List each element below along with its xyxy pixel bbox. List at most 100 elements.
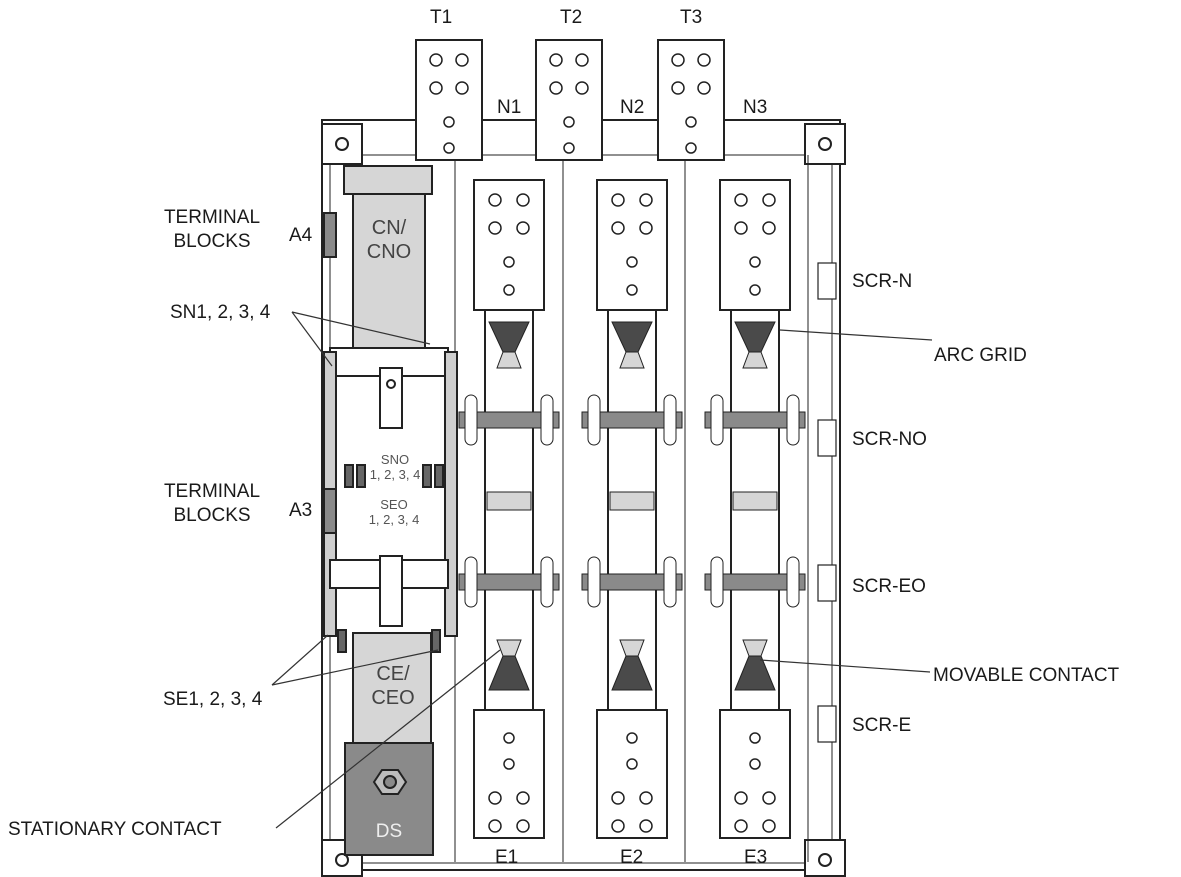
label-e2: E2 [620,847,644,868]
se-switch-2 [431,629,441,653]
arc-grid-upper-neck-1 [496,351,522,369]
sn-link [379,367,403,429]
top-bus-bar-1 [415,39,483,161]
mount-tab-tl [321,123,363,165]
sn-link-pin [386,379,396,389]
arc-grid-lower-3 [734,655,776,691]
label-cn: CN/ CNO [353,216,425,264]
load-plate-2 [596,709,668,839]
line-hole-1-1 [503,256,515,268]
top-bolt-2-4 [575,81,589,95]
label-scr-no: SCR-NO [852,429,927,450]
roller-lower-right-2 [663,556,677,608]
top-bolt-2-1 [549,53,563,67]
top-bolt-3-3 [671,81,685,95]
label-ce-line2: CEO [371,687,415,709]
crossbar-lower-2 [581,573,683,591]
sn-switch-1 [344,464,354,488]
leader-stationary-contact [275,649,501,829]
arc-grid-upper-neck-2 [619,351,645,369]
line-bolt-3-3 [734,221,748,235]
arc-grid-lower-2 [611,655,653,691]
mount-tab-bl [321,839,363,877]
scr-no-connector [817,419,837,457]
crossbar-lower-3 [704,573,806,591]
line-bolt-1-4 [516,221,530,235]
leader-movable-contact [759,659,931,673]
label-stationary-contact: STATIONARY CONTACT [8,819,222,840]
label-a4: A4 [289,225,313,246]
label-seo-line1: SEO [380,497,408,512]
top-bolt-1-3 [429,81,443,95]
top-bolt-2-3 [549,81,563,95]
label-ce: CE/ CEO [355,662,431,710]
load-plate-1 [473,709,545,839]
sn-switch-4 [434,464,444,488]
label-e3: E3 [744,847,768,868]
cn-coil-cap [343,165,433,195]
crossbar-lower-1 [458,573,560,591]
top-hole-3-2 [685,142,697,154]
load-plate-3 [719,709,791,839]
load-bolt-2-3 [611,819,625,833]
label-movable-contact: MOVABLE CONTACT [933,665,1120,686]
load-bolt-3-2 [762,791,776,805]
leader-se-left [271,634,329,686]
label-seo: SEO 1, 2, 3, 4 [348,497,440,527]
label-terminal-blocks-lower: TERMINAL BLOCKS [137,480,287,528]
mount-hole-bl [335,853,349,867]
label-terminal-blocks-lower-line2: BLOCKS [173,505,251,526]
load-hole-3-2 [749,758,761,770]
label-terminal-blocks-upper: TERMINAL BLOCKS [137,206,287,254]
load-bolt-1-3 [488,819,502,833]
label-t1: T1 [430,7,453,28]
load-hole-2-2 [626,758,638,770]
top-bolt-1-1 [429,53,443,67]
roller-lower-left-1 [464,556,478,608]
mount-hole-tr [818,137,832,151]
line-bolt-2-4 [639,221,653,235]
line-bolt-1-2 [516,193,530,207]
roller-upper-right-2 [663,394,677,446]
top-bolt-3-2 [697,53,711,67]
load-bolt-2-1 [611,791,625,805]
label-n1: N1 [497,97,522,118]
top-bolt-1-2 [455,53,469,67]
label-arc-grid: ARC GRID [934,345,1027,366]
line-hole-3-2 [749,284,761,296]
line-bolt-1-3 [488,221,502,235]
se-switch-1 [337,629,347,653]
roller-upper-left-1 [464,394,478,446]
line-bolt-2-1 [611,193,625,207]
label-seo-line2: 1, 2, 3, 4 [368,512,420,527]
label-terminal-blocks-upper-line1: TERMINAL [163,207,261,228]
top-hole-2-1 [563,116,575,128]
load-hole-3-1 [749,732,761,744]
top-hole-1-1 [443,116,455,128]
sn-switch-3 [422,464,432,488]
label-scr-n: SCR-N [852,271,913,292]
line-bolt-3-1 [734,193,748,207]
label-t3: T3 [680,7,703,28]
top-hole-1-2 [443,142,455,154]
line-hole-1-2 [503,284,515,296]
crossbar-upper-3 [704,411,806,429]
leader-se-right [271,649,439,686]
middle-link-1 [486,491,532,511]
se-link [379,555,403,627]
line-hole-2-2 [626,284,638,296]
roller-upper-right-1 [540,394,554,446]
roller-lower-right-1 [540,556,554,608]
roller-lower-left-2 [587,556,601,608]
line-bolt-3-2 [762,193,776,207]
mount-hole-tl [335,137,349,151]
top-hole-2-2 [563,142,575,154]
line-hole-3-1 [749,256,761,268]
top-hole-3-1 [685,116,697,128]
label-ds: DS [375,821,403,842]
top-bolt-1-4 [455,81,469,95]
load-hole-2-1 [626,732,638,744]
load-bolt-2-4 [639,819,653,833]
